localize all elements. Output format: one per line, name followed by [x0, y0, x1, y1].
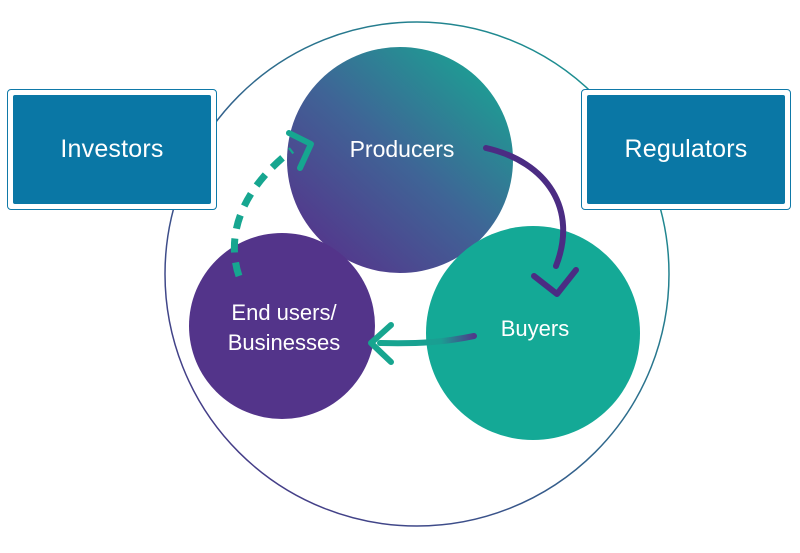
- producers-label: Producers: [350, 136, 455, 162]
- end-users-node: [189, 233, 375, 419]
- buyers-label: Buyers: [501, 316, 569, 341]
- regulators-label: Regulators: [624, 135, 748, 163]
- producers-node: [287, 47, 513, 273]
- buyers-to-end-users-arrow: [368, 322, 477, 365]
- investors-box-fill: Investors: [13, 95, 211, 204]
- end-users-to-producers-arrow: [230, 130, 314, 278]
- end-users-label-line2: Businesses: [228, 330, 341, 355]
- investors-box: Investors: [7, 89, 217, 210]
- regulators-box: Regulators: [581, 89, 791, 210]
- producers-to-buyers-arrow: [483, 145, 579, 297]
- buyers-node: [426, 226, 640, 440]
- ecosystem-ring: [164, 21, 670, 527]
- investors-label: Investors: [60, 135, 164, 163]
- regulators-box-fill: Regulators: [587, 95, 785, 204]
- end-users-label-line1: End users/: [231, 300, 337, 325]
